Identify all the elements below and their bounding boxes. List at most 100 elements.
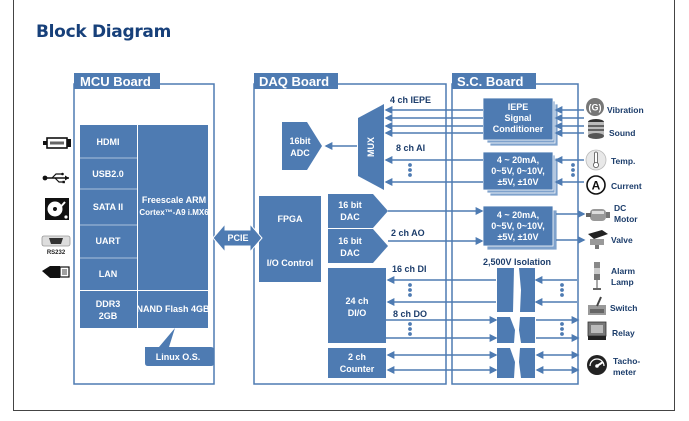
ao-range-line3: ±5V, ±10V	[497, 232, 538, 242]
mux-label: MUX	[366, 137, 376, 157]
ai-ellipsis-dot	[408, 173, 412, 177]
dio-line2: DI/O	[348, 308, 367, 318]
sc-board-tab	[452, 73, 536, 89]
svg-text:A: A	[592, 179, 601, 193]
left-port-icons: RS232	[41, 137, 71, 278]
counter-block	[328, 348, 386, 378]
ammeter-icon: A	[586, 175, 606, 195]
device-label-valve: Valve	[611, 235, 633, 245]
field-devices: (G) A	[585, 98, 644, 377]
isolation-barriers	[497, 268, 535, 378]
iepe-cond-line1: IEPE	[508, 102, 529, 112]
valve-icon	[588, 230, 608, 249]
vibration-sensor-icon: (G)	[586, 98, 604, 116]
dac1-block	[328, 194, 388, 228]
toggle-switch-icon	[588, 296, 606, 315]
page-title: Block Diagram	[36, 22, 172, 42]
ao-conditioner-block	[482, 205, 554, 247]
device-label-dc: DC	[614, 203, 626, 213]
fpga-label: FPGA	[277, 214, 303, 224]
ai-range-line3: ±5V, ±10V	[497, 177, 538, 187]
ai-ellipsis-dot	[408, 163, 412, 167]
iepe-cond-line2: Signal	[504, 113, 531, 123]
dio-line1: 24 ch	[345, 296, 368, 306]
device-label-temp: Temp.	[611, 156, 635, 166]
pcie-bus: PCIE	[212, 222, 263, 254]
mcu-interface-column: HDMI USB2.0 SATA II UART LAN DDR3 2GB	[80, 125, 137, 328]
do-output-ellipsis-dot	[560, 327, 564, 331]
di-ellipsis-dot	[408, 283, 412, 287]
device-label-current: Current	[611, 181, 642, 191]
tachometer-icon	[587, 355, 607, 375]
dio-block	[328, 268, 386, 343]
ao-range-line2: 0~5V, 0~10V,	[491, 221, 544, 231]
do-ellipsis-dot	[408, 332, 412, 336]
channel-label-ao: 2 ch AO	[391, 228, 425, 238]
pcie-arrow	[212, 222, 263, 254]
interface-sata: SATA II	[93, 202, 123, 212]
mcu-board: MCU Board HDMI USB2.0 SATA II UART LAN D…	[73, 73, 215, 385]
do-ellipsis-dot	[408, 327, 412, 331]
device-label-tacho: Tacho-	[613, 356, 640, 366]
ao-range-line1: 4 ~ 20mA,	[497, 210, 539, 220]
rs232-port-icon: RS232	[41, 235, 71, 256]
di-input-ellipsis-dot	[560, 288, 564, 292]
dac2-block	[328, 229, 388, 263]
dac2-line1: 16 bit	[338, 236, 362, 246]
device-label-motor: Motor	[614, 214, 638, 224]
interface-lan: LAN	[99, 269, 118, 279]
device-label-alarm: Alarm	[611, 266, 636, 276]
mcu-board-label: MCU Board	[80, 74, 151, 89]
memory-size: 2GB	[99, 311, 118, 321]
sc-board-label: S.C. Board	[457, 74, 524, 89]
ai-range-line2: 0~5V, 0~10V,	[491, 166, 544, 176]
sc-board: S.C. Board IEPE Signal Conditioner 4 ~ 2…	[451, 73, 579, 385]
daq-board-tab	[254, 73, 338, 89]
io-control-label: I/O Control	[267, 258, 314, 268]
dac2-line2: DAC	[340, 248, 360, 258]
cpu-line2: Cortex™-A9 i.MX6	[139, 208, 209, 217]
di-input-ellipsis-dot	[560, 283, 564, 287]
fpga-block	[259, 196, 321, 282]
ai-ellipsis-dot	[408, 168, 412, 172]
interface-hdmi: HDMI	[97, 137, 120, 147]
cpu-block	[138, 125, 208, 290]
dac1-line1: 16 bit	[338, 200, 362, 210]
channel-label-ai: 8 ch AI	[396, 143, 425, 153]
device-label-sound: Sound	[609, 128, 635, 138]
cpu-line1: Freescale ARM	[142, 195, 206, 205]
mux-block	[358, 104, 384, 190]
channel-label-do: 8 ch DO	[393, 309, 427, 319]
mcu-board-tab	[74, 73, 160, 89]
device-label-meter: meter	[613, 367, 637, 377]
device-label-vibration: Vibration	[607, 105, 644, 115]
dac1-line2: DAC	[340, 212, 360, 222]
device-label-switch: Switch	[610, 303, 637, 313]
di-ellipsis-dot	[408, 293, 412, 297]
pcie-label: PCIE	[227, 233, 248, 243]
daq-board-label: DAQ Board	[259, 74, 329, 89]
di-ellipsis-dot	[408, 288, 412, 292]
ai-input-ellipsis-dot	[571, 168, 575, 172]
memory-type: DDR3	[96, 299, 121, 309]
thermometer-icon	[585, 149, 607, 171]
channel-label-di: 16 ch DI	[392, 264, 427, 274]
channel-label-iepe: 4 ch IEPE	[390, 95, 431, 105]
hard-disk-icon	[45, 198, 69, 220]
iepe-conditioner-block	[482, 97, 554, 141]
microphone-icon	[588, 119, 604, 139]
adc-line2: ADC	[290, 148, 310, 158]
usb-icon	[42, 172, 69, 184]
signal-lines	[384, 106, 586, 374]
di-input-ellipsis-dot	[560, 293, 564, 297]
interface-usb: USB2.0	[92, 169, 124, 179]
ai-input-ellipsis-dot	[571, 163, 575, 167]
do-output-ellipsis-dot	[560, 322, 564, 326]
device-label-lamp: Lamp	[611, 277, 634, 287]
ai-conditioner-block	[482, 151, 554, 191]
do-output-ellipsis-dot	[560, 332, 564, 336]
ethernet-plug-icon	[42, 266, 70, 278]
ellipsis-markers	[408, 163, 575, 336]
adc-line1: 16bit	[289, 136, 310, 146]
alarm-lamp-icon	[593, 262, 601, 290]
